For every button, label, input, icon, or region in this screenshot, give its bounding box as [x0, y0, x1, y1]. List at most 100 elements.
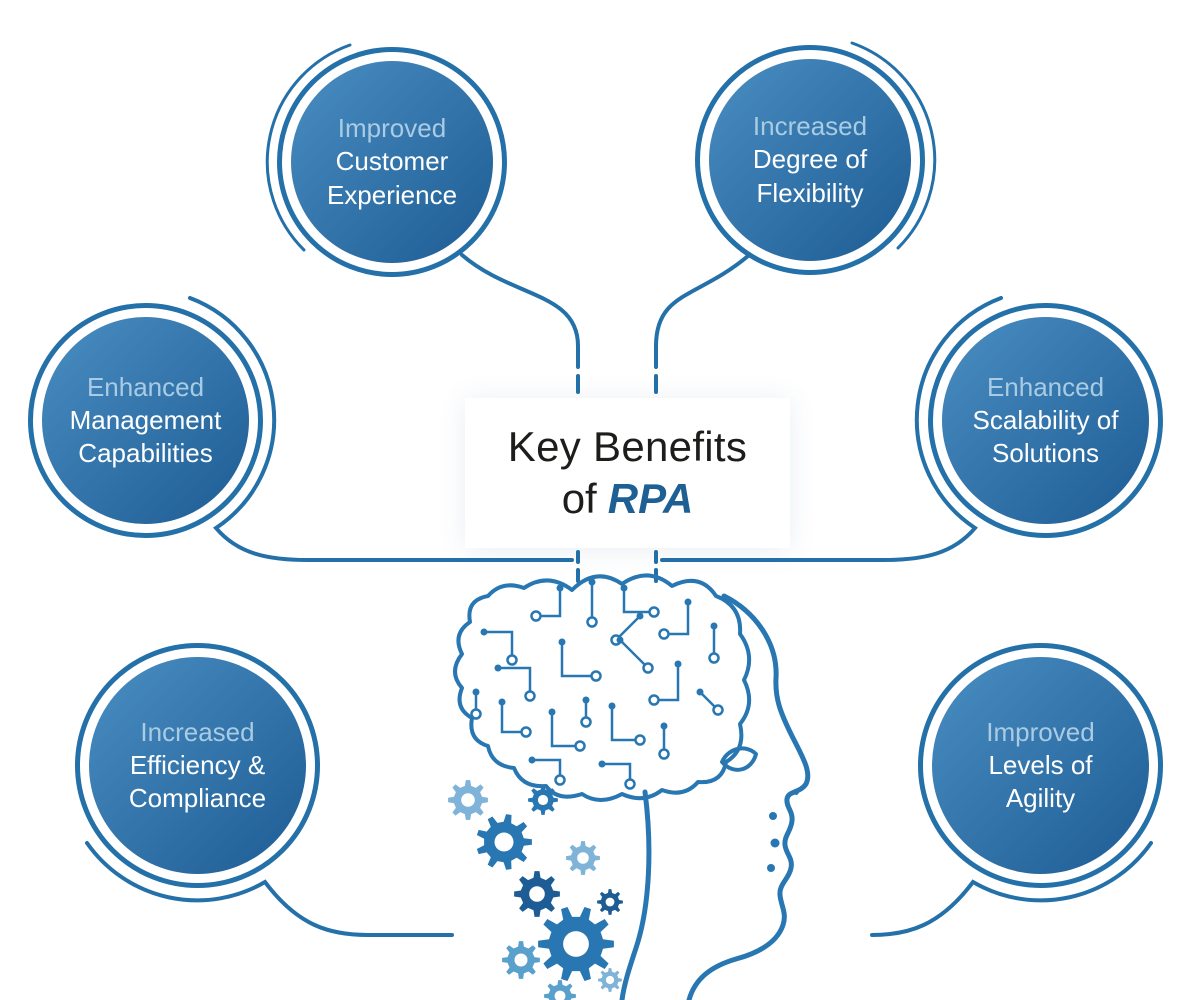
- gear-hole: [605, 897, 615, 907]
- benefit-circle-inner: Increased Degree of Flexibility: [709, 59, 911, 261]
- circuit-dot: [588, 578, 596, 586]
- benefit-highlight: Enhanced: [986, 371, 1105, 402]
- circuit-node: [506, 654, 518, 666]
- benefit-circle-improved-customer-experience: Improved Customer Experience: [277, 47, 507, 277]
- benefit-circle-enhanced-management-capabilities: Enhanced Management Capabilities: [28, 303, 263, 538]
- circuit-trace: [664, 602, 690, 636]
- benefit-circle-inner: Improved Levels of Agility: [932, 657, 1149, 874]
- gear-hole: [537, 794, 549, 806]
- circuit-node: [642, 662, 654, 674]
- circuit-node: [574, 740, 586, 752]
- circuit-dot: [636, 612, 644, 620]
- title-line1: Key Benefits: [507, 423, 748, 470]
- circuit-node: [658, 628, 670, 640]
- connector-mid-right: [660, 296, 1003, 562]
- circuit-trace: [610, 706, 640, 742]
- circuit-trace: [622, 588, 654, 614]
- circuit-trace: [602, 762, 632, 784]
- circuit-dot: [710, 622, 718, 630]
- circuit-node: [624, 778, 636, 790]
- circuit-dot: [472, 688, 480, 696]
- connector-bottom-left: [85, 841, 454, 937]
- circuit-trace: [560, 642, 596, 678]
- circuit-dot: [558, 638, 566, 646]
- nostril-dot: [793, 789, 799, 795]
- circuit-dot: [556, 584, 564, 592]
- benefit-highlight: Improved: [337, 113, 447, 144]
- circuit-node: [580, 716, 592, 728]
- benefit-line: Efficiency &: [129, 749, 266, 780]
- benefit-line: Agility: [1005, 783, 1076, 814]
- benefit-circle-inner: Increased Efficiency & Compliance: [89, 657, 306, 874]
- lip-dot: [767, 864, 775, 872]
- connector-lines: [85, 41, 1153, 937]
- circuit-dot: [684, 598, 692, 606]
- title-acronym: RPA: [607, 475, 694, 522]
- benefit-circle-increased-degree-of-flexibility: Increased Degree of Flexibility: [695, 45, 925, 275]
- benefit-line: Customer: [335, 146, 449, 177]
- gear-hole: [494, 832, 514, 852]
- circuit-node: [648, 694, 660, 706]
- circuit-dot: [480, 628, 488, 636]
- circuit-node: [524, 690, 536, 702]
- gear-hole: [529, 886, 545, 902]
- circuit-dot: [494, 664, 502, 672]
- gear-hole: [577, 852, 589, 864]
- benefit-highlight: Increased: [140, 716, 255, 747]
- circuit-trace: [484, 630, 514, 660]
- benefit-line: Levels of: [988, 749, 1093, 780]
- circuit-node: [708, 652, 720, 664]
- gear-icon: [544, 980, 576, 1000]
- circuit-node: [634, 734, 646, 746]
- lip-dot: [769, 812, 777, 820]
- circuit-trace: [654, 664, 680, 702]
- connector-mid-left: [188, 296, 574, 562]
- circuit-node: [520, 726, 532, 738]
- benefit-line: Degree of: [752, 144, 868, 175]
- circuit-dot: [660, 722, 668, 730]
- face-profile-line: [686, 593, 811, 1000]
- benefit-highlight: Enhanced: [86, 371, 205, 402]
- gear-hole: [563, 931, 589, 957]
- eye-icon: [720, 746, 758, 772]
- title-line2-prefix: of: [561, 475, 597, 522]
- benefit-highlight: Increased: [752, 111, 868, 142]
- neck-line: [619, 789, 652, 1000]
- benefit-circle-inner: Improved Customer Experience: [291, 61, 493, 263]
- benefit-line: Scalability of: [972, 404, 1119, 435]
- circuit-node: [658, 748, 670, 760]
- benefit-line: Flexibility: [756, 177, 864, 208]
- benefit-line: Experience: [326, 179, 458, 210]
- circuit-dot: [620, 584, 628, 592]
- benefit-circle-increased-efficiency-and-compliance: Increased Efficiency & Compliance: [75, 643, 320, 888]
- circuit-node: [712, 704, 724, 716]
- circuit-dot: [598, 760, 606, 768]
- circuit-node: [530, 610, 542, 622]
- circuit-dot: [616, 636, 624, 644]
- arc-top-left: [265, 43, 352, 252]
- benefit-circle-enhanced-scalability-of-solutions: Enhanced Scalability of Solutions: [928, 303, 1163, 538]
- benefit-circle-inner: Enhanced Scalability of Solutions: [942, 317, 1149, 524]
- circuit-node: [586, 616, 598, 628]
- circuit-trace: [619, 639, 649, 669]
- benefit-circle-inner: Enhanced Management Capabilities: [42, 317, 249, 524]
- benefit-line: Management: [69, 404, 222, 435]
- circuit-dot: [582, 696, 590, 704]
- connector-top-left: [460, 253, 580, 369]
- circuit-node: [648, 606, 660, 618]
- circuit-brain-outline: [453, 573, 752, 802]
- connector-top-right: [654, 254, 750, 369]
- gear-hole: [605, 975, 615, 985]
- circuit-node: [470, 708, 482, 720]
- gear-hole: [461, 793, 475, 807]
- connector-bottom-right: [870, 841, 1153, 937]
- circuit-dot: [528, 756, 536, 764]
- circuit-trace: [500, 702, 526, 734]
- circuit-node: [590, 670, 602, 682]
- circuit-trace: [550, 712, 580, 748]
- circuit-trace: [532, 758, 562, 780]
- arc-top-right: [850, 41, 937, 250]
